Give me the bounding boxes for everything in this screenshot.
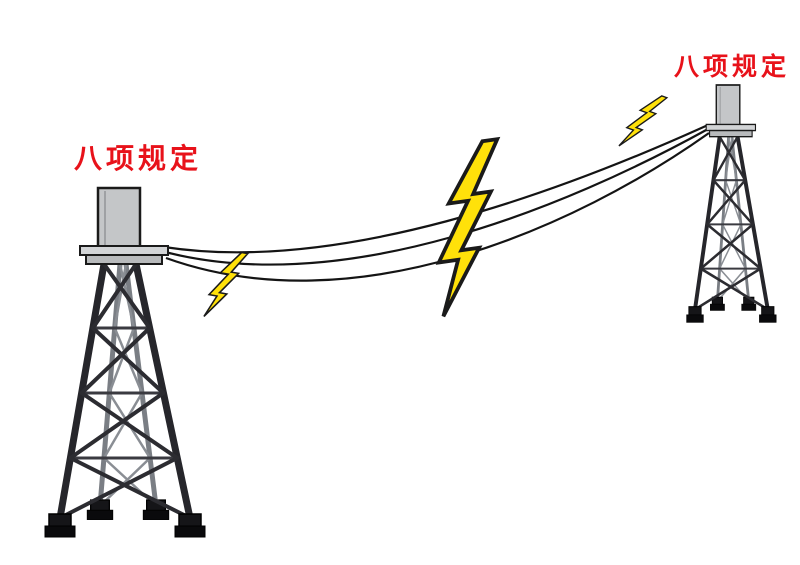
right-tower-structure (687, 85, 777, 322)
power-lines (163, 123, 710, 282)
lightning-bolts (203, 87, 668, 323)
lightning-bolt-center-icon (418, 137, 523, 319)
left-label: 八项规定 (74, 142, 202, 174)
left-tower-structure (45, 188, 205, 537)
power-line-middle (164, 128, 709, 266)
power-line-bottom (165, 132, 710, 282)
right-label: 八项规定 (674, 52, 790, 81)
lightning-bolt-left-icon (203, 247, 249, 323)
power-line-top (163, 123, 709, 254)
left-transmission-tower (45, 188, 205, 537)
right-transmission-tower (687, 85, 777, 322)
